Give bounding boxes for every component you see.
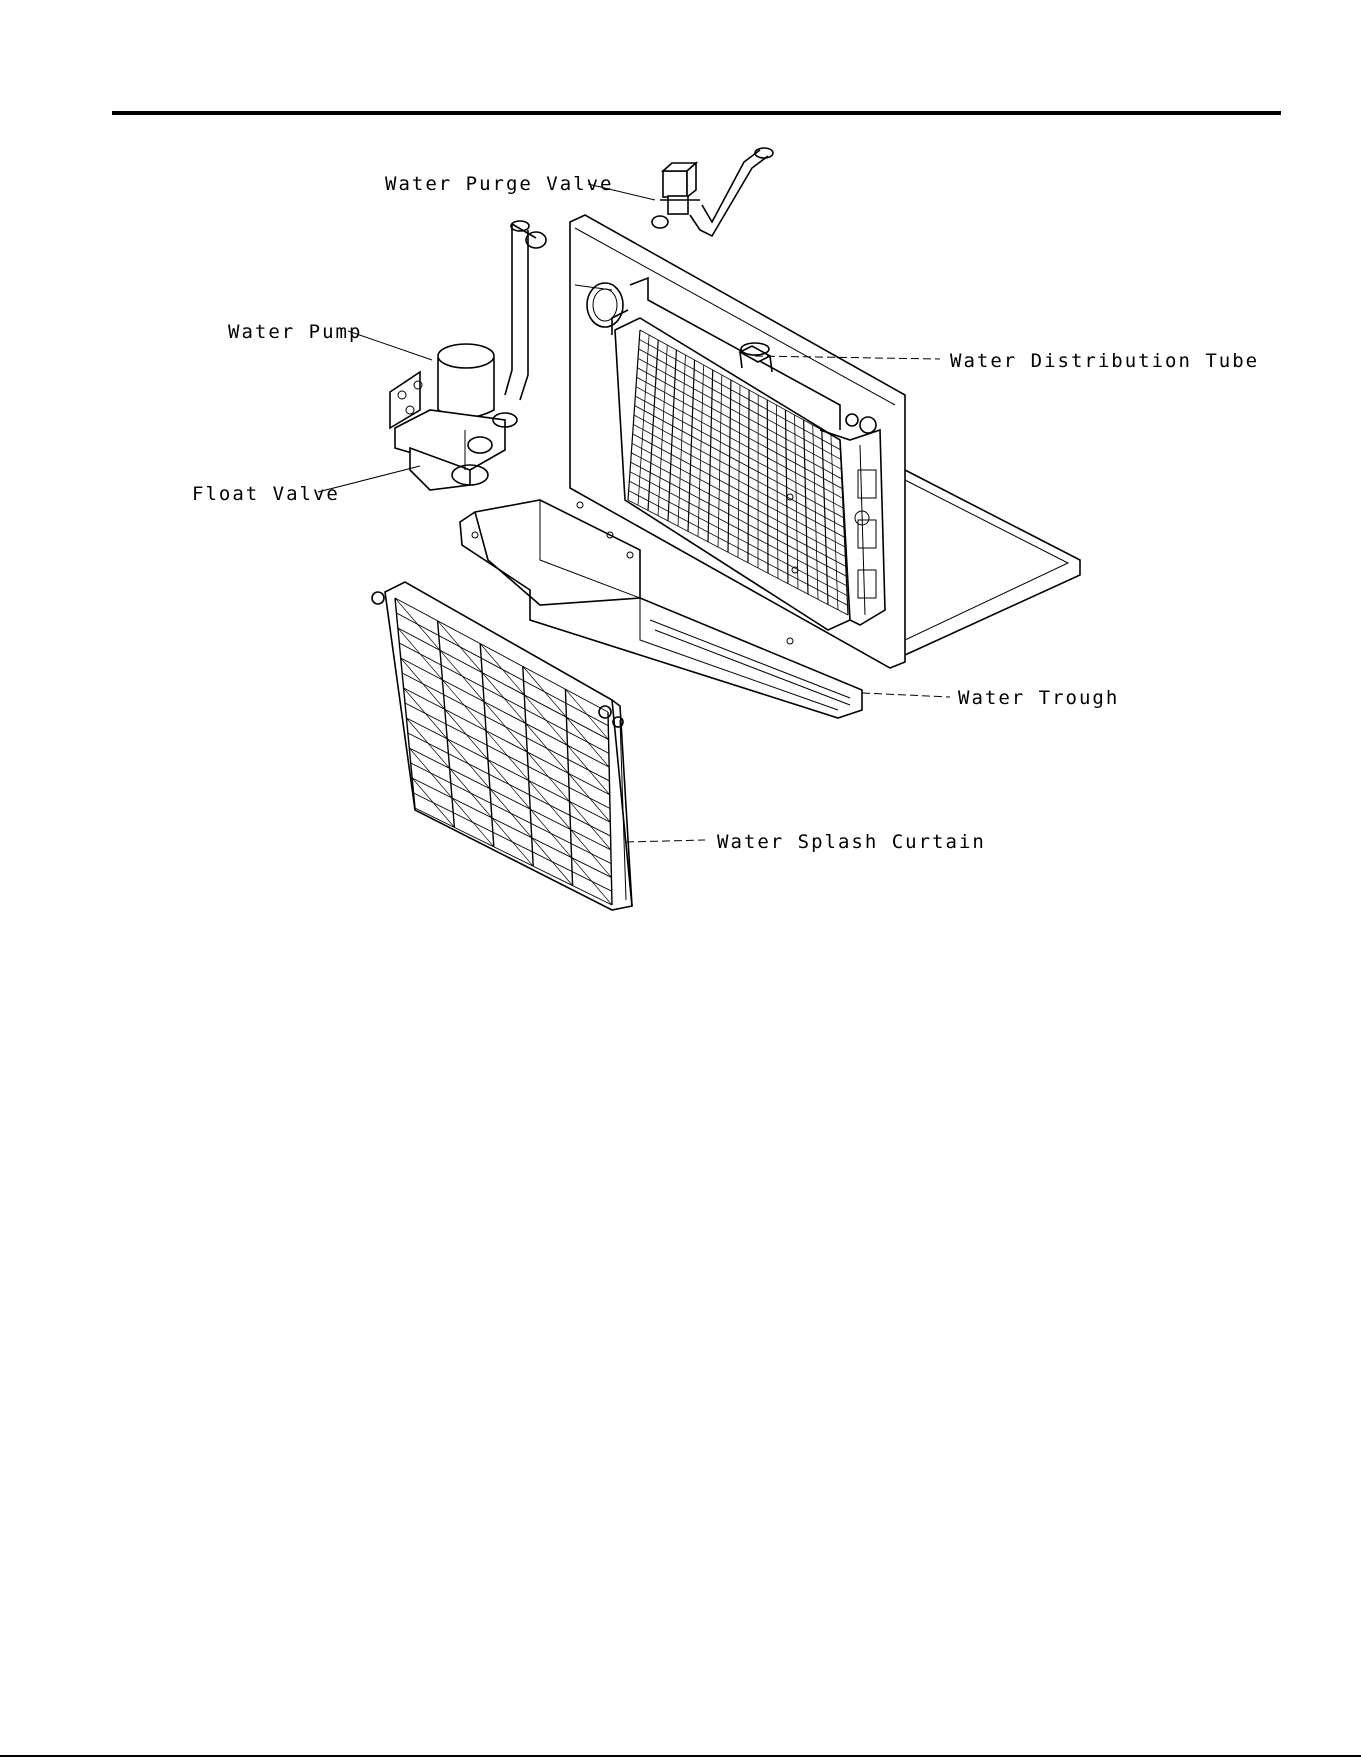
- water-pump-part: [390, 221, 546, 490]
- label-water-splash-curtain: Water Splash Curtain: [717, 831, 986, 853]
- label-water-trough: Water Trough: [958, 687, 1119, 709]
- label-water-purge-valve: Water Purge Valve: [385, 173, 613, 195]
- label-float-valve: Float Valve: [192, 483, 340, 505]
- label-water-pump: Water Pump: [228, 321, 362, 343]
- water-purge-valve-part: [652, 148, 773, 236]
- label-water-distribution-tube: Water Distribution Tube: [950, 350, 1259, 372]
